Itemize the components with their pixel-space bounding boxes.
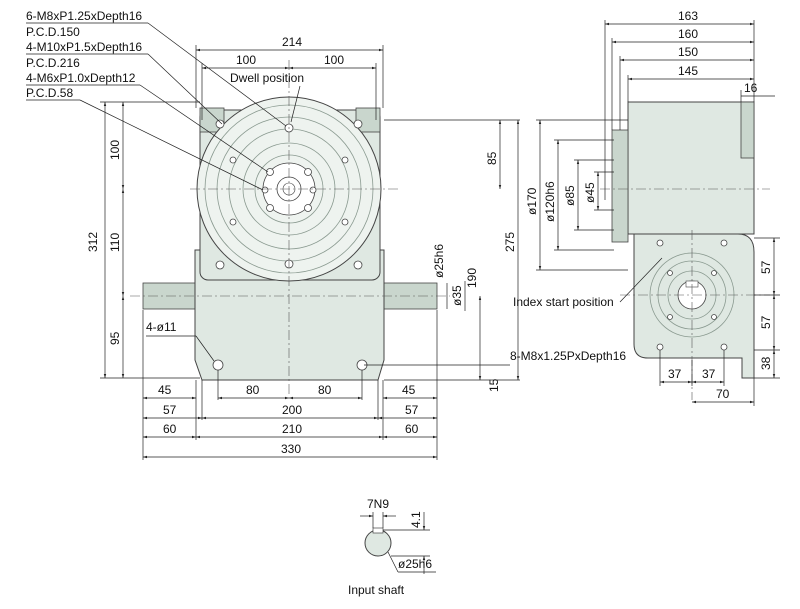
svg-text:ø120h6: ø120h6 (543, 181, 557, 222)
index-start-label: Index start position (513, 295, 614, 309)
svg-text:80: 80 (246, 383, 260, 397)
svg-text:57: 57 (405, 403, 419, 417)
dim-shaft-h6: ø25h6 (432, 244, 446, 278)
svg-text:57: 57 (759, 260, 773, 274)
svg-text:150: 150 (678, 45, 698, 59)
svg-text:330: 330 (281, 442, 301, 456)
svg-text:160: 160 (678, 27, 698, 41)
side-upper-body (627, 101, 755, 235)
svg-text:37: 37 (668, 367, 682, 381)
svg-text:P.C.D.58: P.C.D.58 (26, 86, 73, 100)
dim-16: 16 (744, 81, 758, 95)
side-holes-label: 8-M8x1.25PxDepth16 (510, 349, 626, 363)
svg-text:163: 163 (678, 9, 698, 23)
dim-214: 214 (282, 35, 302, 49)
svg-text:37: 37 (702, 367, 716, 381)
svg-text:60: 60 (405, 422, 419, 436)
svg-text:4-M10xP1.5xDepth16: 4-M10xP1.5xDepth16 (26, 40, 142, 54)
svg-text:45: 45 (158, 383, 172, 397)
svg-text:145: 145 (678, 64, 698, 78)
dim-95: 95 (108, 331, 122, 345)
svg-text:60: 60 (163, 422, 177, 436)
front-bottom-dims: 45 80 80 45 57 200 57 60 210 60 330 (142, 310, 438, 460)
side-view: 163 160 150 145 16 ø170 ø120h6 ø85 ø45 I… (513, 9, 780, 406)
svg-text:ø45: ø45 (583, 182, 597, 203)
front-callouts: 6-M8xP1.25xDepth16 P.C.D.150 4-M10xP1.5x… (26, 9, 287, 191)
dim-100-left: 100 (236, 53, 256, 67)
dim-312: 312 (86, 232, 100, 252)
dim-shaft-35: ø35 (450, 285, 464, 306)
svg-text:4-M6xP1.0xDepth12: 4-M6xP1.0xDepth12 (26, 71, 136, 85)
key-7n9: 7N9 (367, 497, 389, 511)
key-depth: 4.1 (409, 511, 423, 528)
svg-text:210: 210 (282, 422, 302, 436)
shaft-diameter: ø25h6 (398, 557, 432, 571)
front-view: 214 100 100 Dwell position 6-M8xP1.25xDe… (26, 9, 626, 460)
dim-190: 190 (465, 268, 479, 288)
svg-text:6-M8xP1.25xDepth16: 6-M8xP1.25xDepth16 (26, 9, 142, 23)
svg-text:70: 70 (716, 387, 730, 401)
svg-text:P.C.D.216: P.C.D.216 (26, 56, 80, 70)
dim-100-vert: 100 (108, 140, 122, 160)
input-shaft-title: Input shaft (348, 583, 405, 597)
svg-text:ø85: ø85 (563, 185, 577, 206)
dim-100-right: 100 (324, 53, 344, 67)
svg-text:57: 57 (759, 315, 773, 329)
svg-text:80: 80 (318, 383, 332, 397)
svg-text:38: 38 (759, 356, 773, 370)
dim-110: 110 (108, 233, 122, 252)
shaft-section (364, 529, 392, 557)
dim-275: 275 (503, 232, 517, 252)
svg-text:45: 45 (402, 383, 416, 397)
dim-85: 85 (485, 151, 499, 165)
base-holes-label: 4-ø11 (146, 320, 177, 334)
svg-text:200: 200 (282, 403, 302, 417)
svg-text:ø170: ø170 (525, 187, 539, 215)
svg-text:P.C.D.150: P.C.D.150 (26, 25, 80, 39)
base-hole-left (212, 359, 224, 371)
dim-15: 15 (487, 378, 501, 392)
dwell-position-label: Dwell position (230, 71, 304, 85)
input-shaft-right (383, 282, 438, 310)
input-shaft-detail: 7N9 4.1 ø25h6 Input shaft (348, 497, 436, 597)
svg-text:57: 57 (163, 403, 177, 417)
